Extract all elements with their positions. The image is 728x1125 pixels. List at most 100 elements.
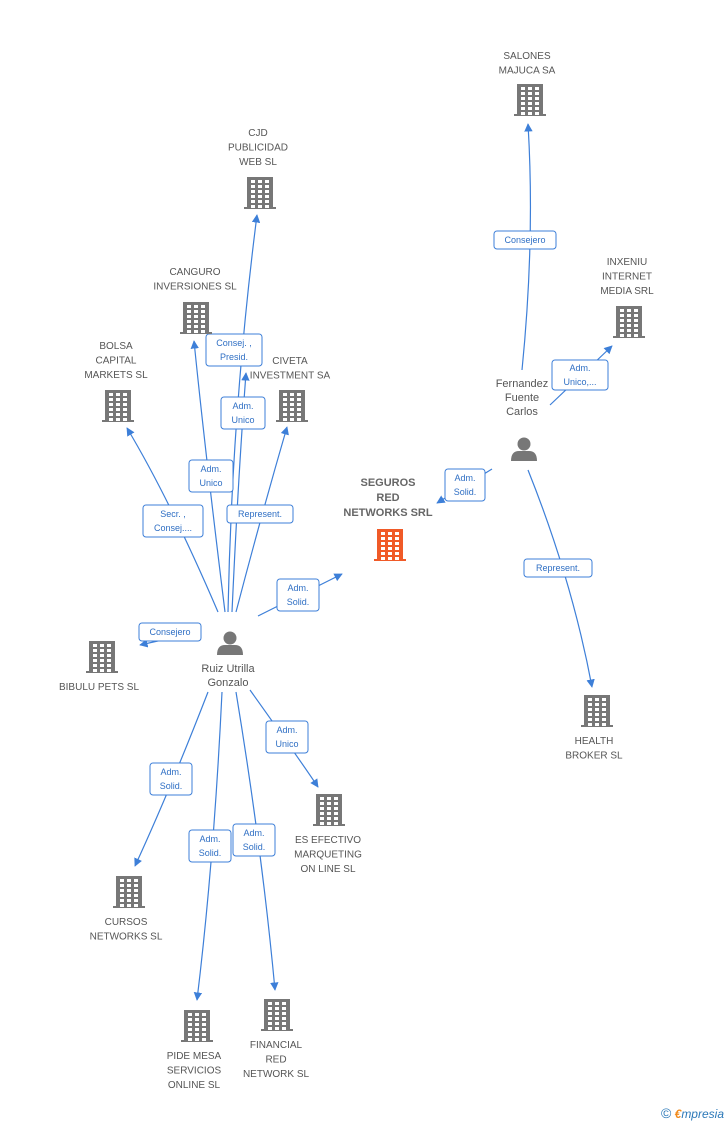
node-label: MEDIA SRL (600, 286, 654, 297)
edge-label[interactable]: Adm.Solid. (444, 468, 486, 502)
node-label: WEB SL (239, 157, 277, 168)
edge-label-box (220, 396, 266, 430)
edge-label-text: Consej.... (154, 523, 192, 533)
node-label: PUBLICIDAD (228, 143, 288, 154)
node-label: Fernandez (496, 378, 549, 390)
building-icon (581, 695, 613, 727)
node-label: BROKER SL (565, 751, 623, 762)
node-label: MARQUETING (294, 850, 362, 861)
edge-label[interactable]: Consejero (138, 622, 202, 642)
edge-label[interactable]: Adm.Solid. (276, 578, 320, 612)
node-canguro[interactable]: CANGURO INVERSIONES SL (153, 267, 237, 334)
node-label: PIDE MESA (167, 1051, 222, 1062)
node-label: ONLINE SL (168, 1080, 221, 1091)
edge-label-box (276, 578, 320, 612)
node-label: Ruiz Utrilla (201, 663, 255, 675)
edge-ruiz-bibulu: Consejero (138, 622, 202, 648)
node-label: RED (376, 492, 399, 504)
edge-label[interactable]: Adm.Unico (265, 720, 309, 754)
node-bibulu[interactable]: BIBULU PETS SL (59, 641, 139, 693)
copyright-symbol: © (660, 1105, 672, 1121)
building-icon (276, 390, 308, 422)
edge-label-box (232, 823, 276, 857)
edge-label-box (493, 230, 557, 250)
edge-label-text: Unico (275, 739, 298, 749)
node-label: INVERSIONES SL (153, 282, 237, 293)
node-label: CURSOS (105, 917, 148, 928)
edges-layer: ConsejeroAdm.Unico,...Adm.Solid.Represen… (126, 123, 613, 1001)
edge-label[interactable]: Adm.Unico,... (551, 359, 609, 391)
edge-label-box (138, 622, 202, 642)
edge-ruiz-cursos: Adm.Solid. (134, 691, 209, 867)
edge-label-box (188, 459, 234, 493)
edge-fernandez-inxeniu: Adm.Unico,... (549, 345, 613, 406)
edge-ruiz-financial: Adm.Solid. (232, 691, 279, 991)
edge-label-text: Unico (231, 415, 254, 425)
copyright-footer: © €mpresia (661, 1105, 724, 1121)
node-label: Fuente (505, 392, 539, 404)
node-health[interactable]: HEALTH BROKER SL (565, 695, 623, 762)
edge-fernandez-salones: Consejero (493, 123, 557, 371)
edge-label-box (205, 333, 263, 367)
edge-label[interactable]: Adm.Solid. (232, 823, 276, 857)
node-label: RED (265, 1055, 286, 1066)
edge-label-box (444, 468, 486, 502)
edge-label[interactable]: Secr. , Consej.... (142, 504, 204, 538)
building-icon (261, 999, 293, 1031)
edge-label[interactable]: Adm.Solid. (188, 829, 232, 863)
edge-label-text: Represent. (238, 509, 282, 519)
node-label: MARKETS SL (84, 370, 148, 381)
edge-label-box (265, 720, 309, 754)
node-label: CJD (248, 128, 267, 139)
edge-label-text: Secr. , (160, 509, 186, 519)
node-label: MAJUCA SA (499, 66, 556, 77)
edge-ruiz-civeta: Represent. (226, 426, 294, 613)
node-label: BIBULU PETS SL (59, 682, 139, 693)
edge-label[interactable]: Consej. ,Presid. (205, 333, 263, 367)
person-icon (511, 437, 537, 461)
node-label: ES EFECTIVO (295, 835, 361, 846)
edge-label-text: Adm. (243, 828, 264, 838)
node-label: FINANCIAL (250, 1040, 303, 1051)
node-label: BOLSA (99, 341, 133, 352)
node-cjd[interactable]: CJD PUBLICIDAD WEB SL (228, 128, 288, 209)
edge-label-text: Solid. (199, 848, 222, 858)
edge-label[interactable]: Adm.Unico (188, 459, 234, 493)
edge-label[interactable]: Represent. (226, 504, 294, 524)
edge-label-text: Solid. (454, 487, 477, 497)
node-financial[interactable]: FINANCIAL RED NETWORK SL (243, 999, 310, 1080)
edge-label[interactable]: Represent. (523, 558, 593, 578)
edge-label[interactable]: Adm.Solid. (149, 762, 193, 796)
node-label: HEALTH (575, 736, 614, 747)
edge-label-text: Adm. (232, 401, 253, 411)
edge-label-box (149, 762, 193, 796)
edge-ruiz-canguro: Adm.Unico (188, 340, 234, 613)
node-label: INVESTMENT SA (250, 371, 331, 382)
node-label: NETWORK SL (243, 1069, 310, 1080)
building-icon (514, 84, 546, 116)
edge-label-box (188, 829, 232, 863)
node-label: CANGURO (169, 267, 220, 278)
edge-label[interactable]: Consejero (493, 230, 557, 250)
edge-label-text: Unico,... (563, 377, 596, 387)
building-icon (613, 306, 645, 338)
building-icon (180, 302, 212, 334)
edge-fernandez-seguros: Adm.Solid. (436, 468, 493, 504)
edge-label[interactable]: Adm. Unico (220, 396, 266, 430)
building-icon (374, 529, 406, 561)
building-icon (313, 794, 345, 826)
edge-label-text: Solid. (287, 597, 310, 607)
node-label: Gonzalo (208, 677, 249, 689)
